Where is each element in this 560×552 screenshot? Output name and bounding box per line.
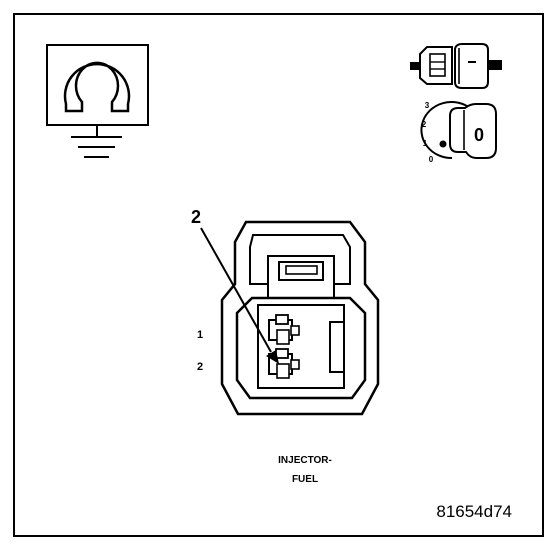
callout-number: 2 (191, 207, 201, 227)
connector-housing (220, 220, 380, 416)
terminal-cavity-1 (268, 314, 300, 345)
figure-id: 81654d74 (436, 502, 512, 521)
pin-label-2: 2 (197, 361, 203, 373)
pin-label-1: 1 (197, 329, 203, 341)
diagram-frame (13, 13, 544, 537)
ignition-key-off-icon: 3 2 1 0 0 (420, 101, 497, 164)
key-label: 0 (474, 125, 484, 145)
ignition-position-0: 0 (429, 155, 434, 164)
ignition-position-3: 3 (425, 101, 430, 110)
callout-leader-line (200, 227, 272, 353)
ignition-position-2: 2 (422, 120, 427, 129)
connector-name-line2: FUEL (292, 474, 318, 485)
callout-arrowhead (266, 350, 279, 364)
connector-name-line1: INJECTOR- (278, 455, 332, 466)
ohmmeter-ground-icon (46, 44, 149, 158)
connector-disconnected-icon (410, 43, 502, 89)
